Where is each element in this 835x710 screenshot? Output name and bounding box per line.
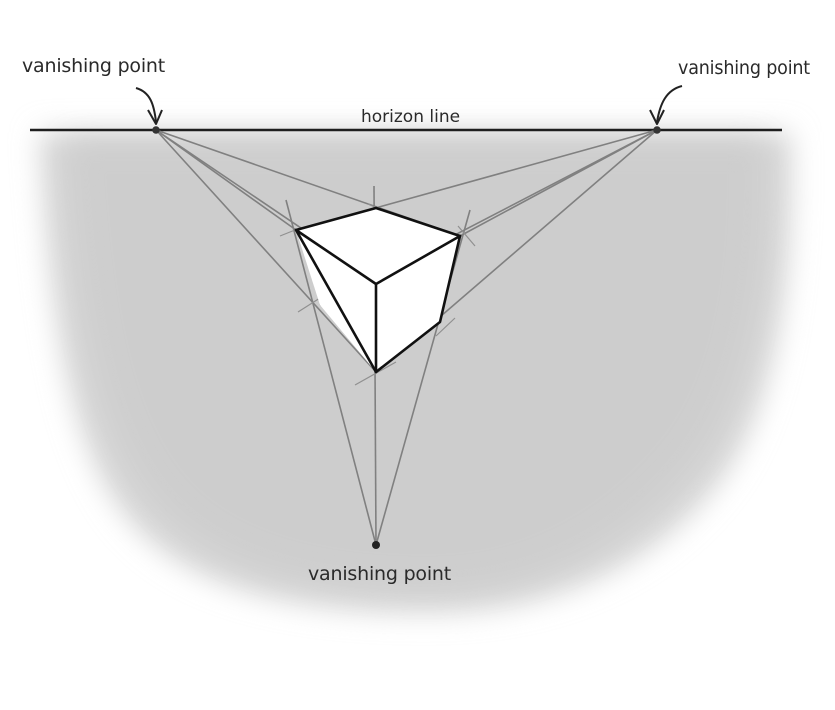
shaded-ground-core [70,140,761,589]
vanishing-point-right-label: vanishing point [678,57,810,79]
horizon-line-label: horizon line [361,107,460,127]
vanishing-point-left-label: vanishing point [22,55,165,77]
curved-arrow-down-icon [649,85,683,125]
cube-face-fill [296,208,460,372]
vanishing-point-bottom-dot [372,541,380,549]
vanishing-point-right-dot [653,126,661,134]
cube [294,206,462,374]
curved-arrow-down-icon [135,87,163,125]
vanishing-point-bottom-label: vanishing point [308,563,451,585]
vanishing-point-left-dot [152,126,160,134]
cube-outline [294,206,462,374]
